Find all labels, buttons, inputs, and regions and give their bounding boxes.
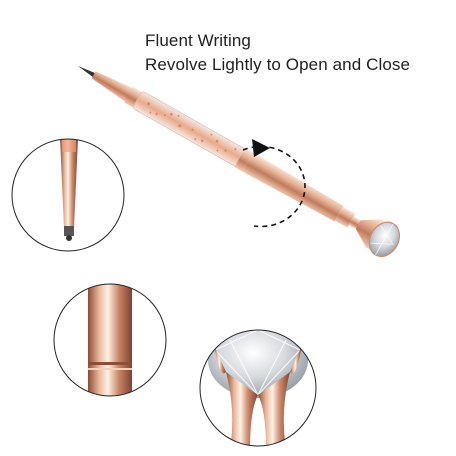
tip-closeup bbox=[11, 138, 125, 252]
rotate-arrow-icon bbox=[242, 139, 306, 228]
pen-main bbox=[78, 66, 401, 258]
caption-revolve-instruction: Revolve Lightly to Open and Close bbox=[145, 55, 411, 74]
caption-fluent-writing: Fluent Writing bbox=[145, 31, 251, 50]
barrel-closeup bbox=[53, 283, 167, 397]
diamond-closeup bbox=[199, 329, 317, 447]
